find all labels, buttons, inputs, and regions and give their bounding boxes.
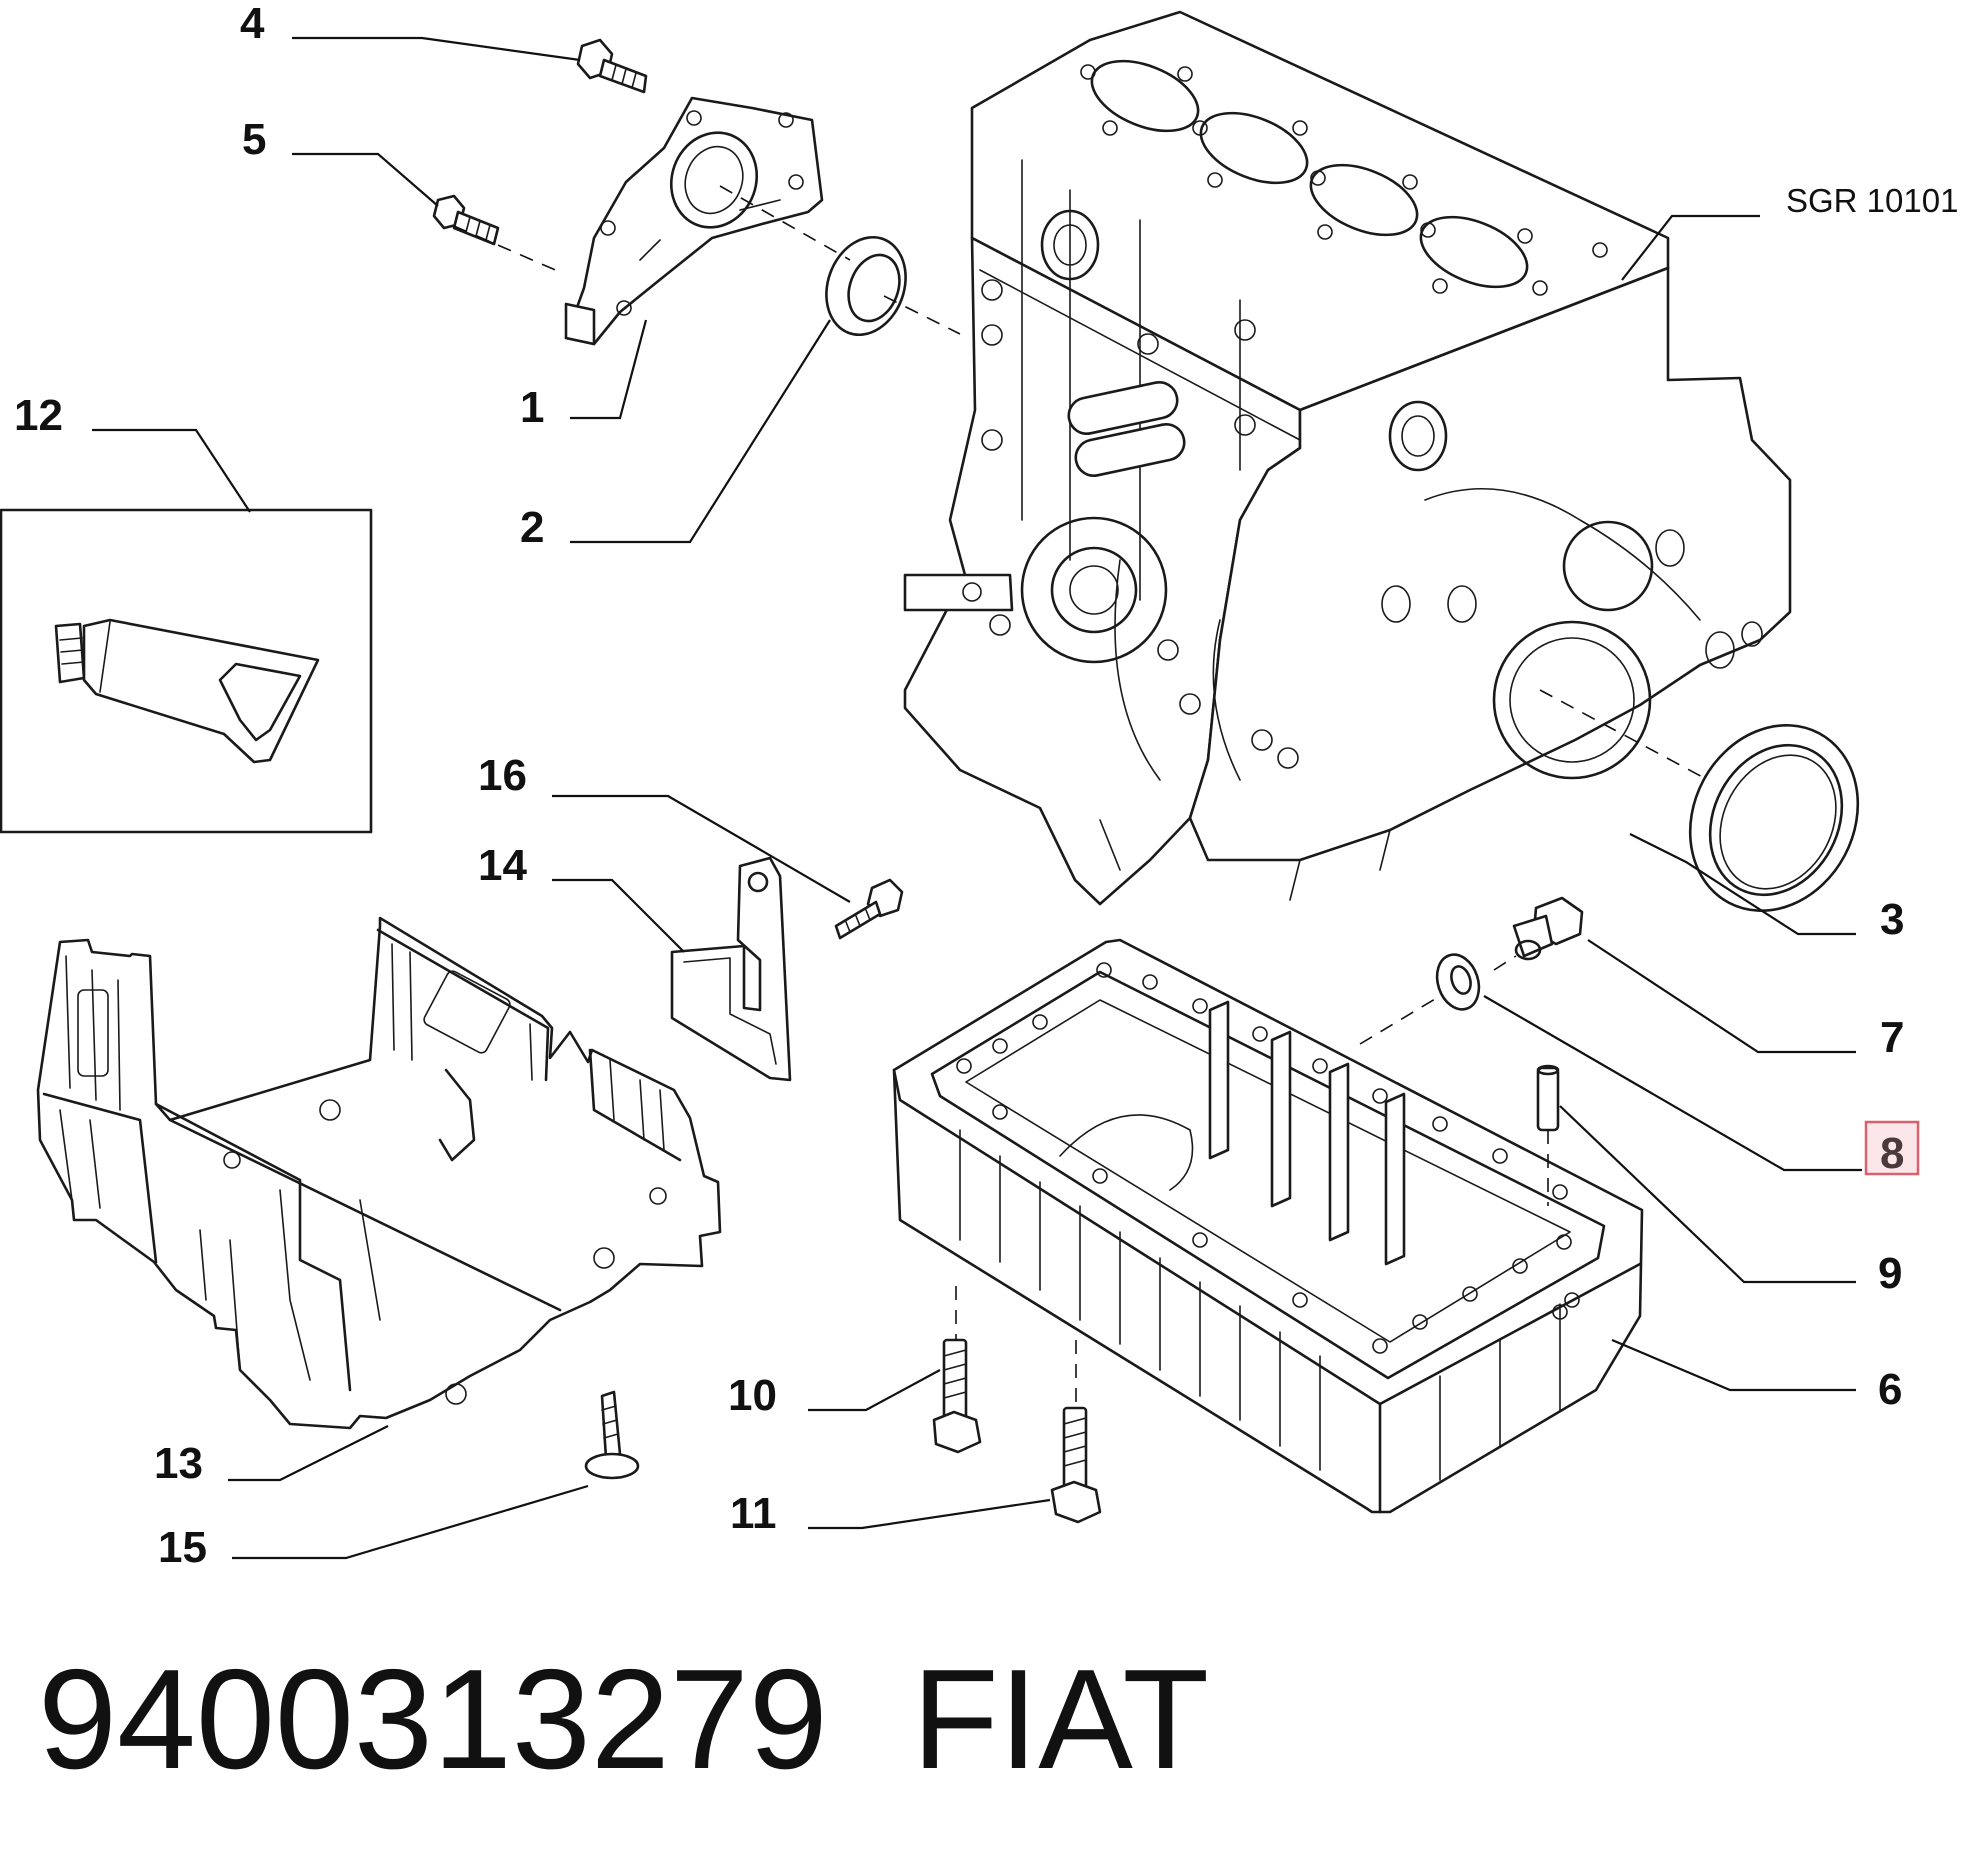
underbody-shield-part-13 <box>36 916 722 1430</box>
brand-name: FIAT <box>912 1640 1209 1799</box>
callout-12: 12 <box>14 391 63 440</box>
seal-ring-part-3 <box>1688 723 1860 913</box>
part-number: 9400313279 <box>38 1640 828 1799</box>
leader-lines <box>92 36 1862 1560</box>
callout-7: 7 <box>1880 1013 1904 1062</box>
callout-13: 13 <box>154 1439 203 1488</box>
alignment-lines <box>453 185 1709 1408</box>
callout-labels: 4 5 1 2 12 16 14 13 15 10 11 3 7 8 9 6 S… <box>14 0 1958 1572</box>
callout-9: 9 <box>1878 1249 1902 1298</box>
callout-6: 6 <box>1878 1365 1902 1414</box>
sealant-tube-box-part-12 <box>0 508 373 834</box>
callout-3: 3 <box>1880 895 1904 944</box>
callout-16: 16 <box>478 751 527 800</box>
washer-part-8 <box>1435 953 1481 1011</box>
callout-14: 14 <box>478 841 527 890</box>
engine-block <box>903 10 1792 906</box>
callout-1: 1 <box>520 383 544 432</box>
screw-part-16 <box>834 878 904 940</box>
drain-plug-part-7 <box>1512 896 1584 961</box>
bolt-part-11 <box>1050 1406 1102 1524</box>
seal-ring-part-2 <box>825 235 907 337</box>
callout-4: 4 <box>240 0 265 48</box>
bolt-part-4 <box>576 38 648 94</box>
bracket-part-14 <box>670 856 792 1082</box>
callout-10: 10 <box>728 1371 777 1420</box>
callout-11: 11 <box>730 1489 777 1538</box>
screw-part-15 <box>584 1390 640 1480</box>
dowel-pin-part-9 <box>1536 1064 1560 1132</box>
bolt-part-5 <box>432 194 500 246</box>
callout-15: 15 <box>158 1523 207 1572</box>
seal-carrier-part-1 <box>564 96 824 346</box>
oil-sump-part-6 <box>892 938 1644 1514</box>
bolt-part-10 <box>932 1338 982 1454</box>
callout-5: 5 <box>242 115 266 164</box>
callout-8: 8 <box>1880 1129 1904 1178</box>
reference-code: SGR 10101 <box>1786 182 1958 219</box>
highlight-box <box>1864 1120 1920 1176</box>
callout-2: 2 <box>520 503 544 552</box>
